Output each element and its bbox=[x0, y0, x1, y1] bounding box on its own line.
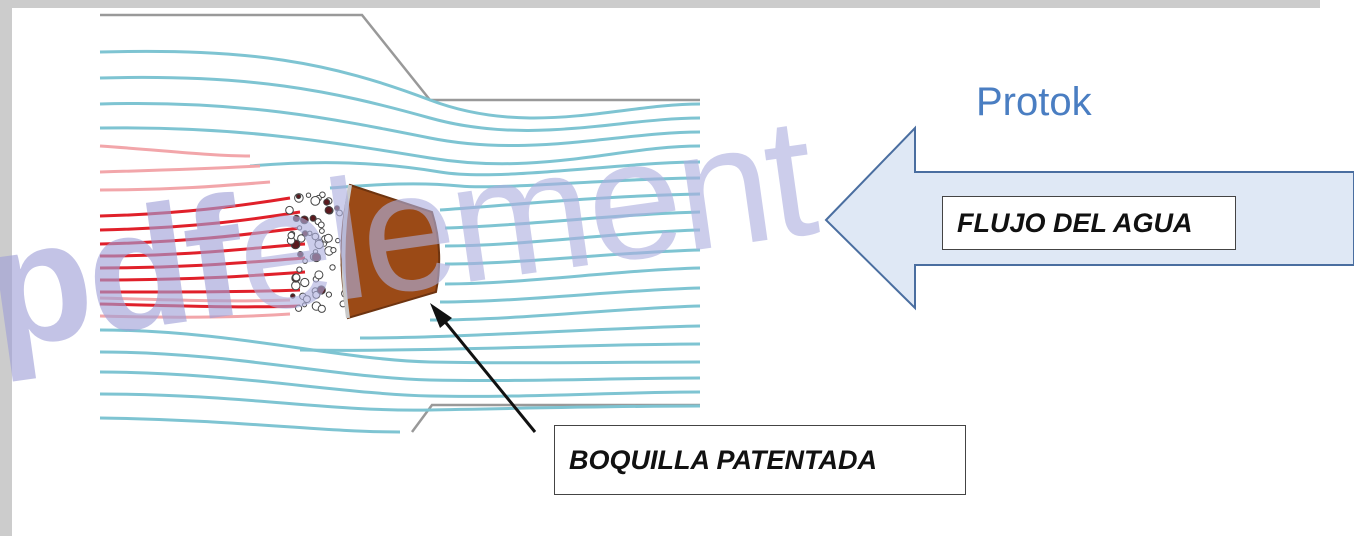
particle bbox=[334, 205, 340, 212]
particle bbox=[290, 293, 296, 299]
faded-hot-streamline bbox=[99, 312, 291, 319]
streamline bbox=[444, 266, 701, 286]
particle bbox=[311, 252, 322, 263]
streamline bbox=[99, 416, 401, 434]
frame-top-right-gap bbox=[1320, 0, 1354, 10]
particle bbox=[302, 302, 307, 308]
hot-streamline bbox=[99, 210, 301, 232]
particle bbox=[310, 196, 321, 206]
streamline bbox=[99, 75, 701, 132]
particle bbox=[317, 304, 326, 313]
particle bbox=[336, 209, 343, 217]
streamline bbox=[329, 176, 701, 190]
pipe-wall-bottom bbox=[410, 403, 700, 433]
particle bbox=[301, 230, 309, 237]
streamline bbox=[99, 101, 701, 148]
particle bbox=[314, 239, 324, 250]
particle bbox=[287, 231, 295, 240]
streamline bbox=[249, 160, 701, 177]
particle bbox=[300, 277, 310, 288]
particle bbox=[329, 264, 336, 271]
particle bbox=[297, 234, 306, 243]
faded-hot-streamline bbox=[99, 144, 251, 158]
water-flow-label-text: FLUJO DEL AGUA bbox=[957, 207, 1193, 238]
hot-streamlines bbox=[99, 144, 306, 319]
nozzle-label-text: BOQUILLA PATENTADA bbox=[569, 444, 877, 475]
streamline bbox=[99, 370, 701, 398]
particle-cloud bbox=[285, 191, 351, 313]
streamline bbox=[439, 192, 701, 212]
particle bbox=[292, 273, 301, 282]
hot-streamline bbox=[99, 270, 306, 282]
particle bbox=[302, 258, 308, 264]
hot-streamline bbox=[99, 196, 291, 218]
streamline bbox=[429, 304, 701, 322]
streamline bbox=[444, 228, 701, 248]
faded-hot-streamline bbox=[99, 164, 261, 174]
particle bbox=[295, 304, 303, 312]
particle bbox=[309, 214, 317, 222]
streamline bbox=[99, 49, 701, 120]
faded-hot-streamline bbox=[99, 296, 291, 303]
frame-left-border bbox=[0, 0, 12, 536]
particle bbox=[314, 270, 324, 280]
faded-hot-streamline bbox=[99, 180, 271, 192]
streamline bbox=[359, 324, 701, 340]
particle bbox=[297, 251, 304, 258]
streamline bbox=[439, 286, 701, 304]
hot-streamline bbox=[99, 288, 301, 294]
particle bbox=[292, 214, 300, 222]
particle bbox=[300, 215, 309, 225]
frame-top-border bbox=[0, 0, 1354, 8]
particle bbox=[319, 228, 325, 234]
particle bbox=[330, 247, 337, 254]
water-flow-label: FLUJO DEL AGUA bbox=[942, 196, 1236, 250]
nozzle-label: BOQUILLA PATENTADA bbox=[554, 425, 966, 495]
particle bbox=[317, 221, 325, 229]
streamline bbox=[299, 342, 701, 352]
particle bbox=[311, 232, 320, 241]
diagram-title: Protok bbox=[976, 80, 1092, 124]
water-streamlines bbox=[99, 49, 701, 434]
particle bbox=[324, 233, 333, 243]
pipe-wall-top bbox=[100, 13, 700, 102]
streamline bbox=[444, 210, 701, 230]
particle bbox=[295, 193, 302, 200]
streamline bbox=[99, 328, 701, 365]
hot-streamline bbox=[99, 226, 301, 246]
pointer-arrow-line bbox=[440, 317, 537, 433]
hot-streamline bbox=[99, 242, 306, 258]
streamline bbox=[99, 126, 701, 166]
particle bbox=[296, 266, 303, 273]
particle bbox=[305, 192, 312, 198]
pointer-arrow-icon bbox=[430, 303, 452, 328]
particle bbox=[302, 295, 311, 304]
streamline bbox=[99, 392, 701, 412]
streamline bbox=[444, 248, 701, 266]
particle bbox=[324, 206, 333, 215]
hot-streamline bbox=[99, 302, 301, 309]
hot-streamline bbox=[99, 256, 306, 270]
particle bbox=[325, 291, 332, 298]
watermark-bold-text: pdf bbox=[0, 161, 252, 385]
particle bbox=[316, 285, 326, 295]
streamline bbox=[99, 350, 701, 383]
particle bbox=[335, 237, 341, 244]
particle bbox=[323, 198, 331, 206]
particle bbox=[297, 225, 303, 231]
particle bbox=[285, 205, 294, 215]
nozzle-rim bbox=[341, 184, 352, 319]
